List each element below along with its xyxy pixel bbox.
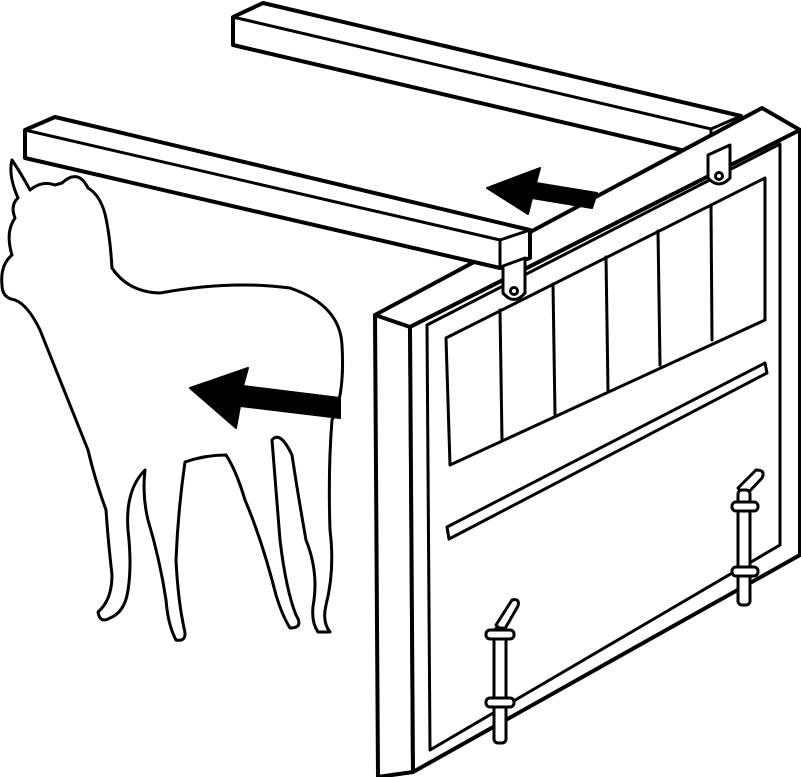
upper-arrow-icon	[486, 167, 598, 215]
gate-slot-bar	[445, 361, 769, 541]
latch-bolt-left	[484, 598, 520, 745]
latch-bolt-right	[730, 468, 765, 607]
gate-panel-slats	[444, 176, 767, 467]
hanger-bracket-rear	[706, 143, 732, 186]
lower-arrow-icon	[189, 367, 341, 429]
goat-silhouette	[0, 158, 345, 642]
rear-beam	[231, 1, 743, 159]
front-beam	[23, 115, 532, 270]
hanger-bracket-front	[501, 256, 527, 301]
